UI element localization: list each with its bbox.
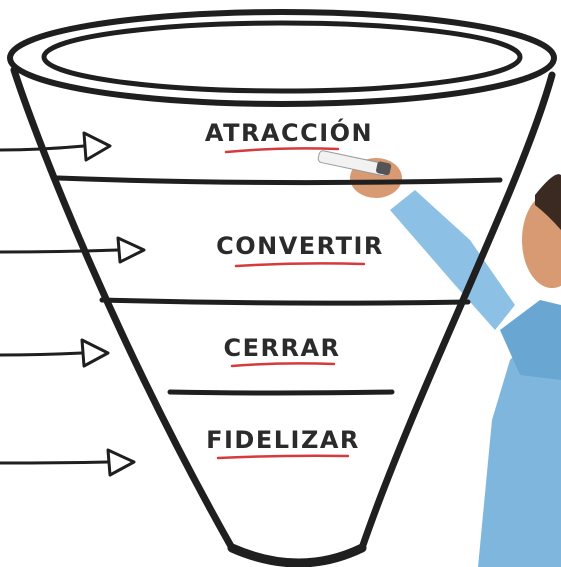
arrow-head-icon (106, 448, 136, 477)
divider-line-2 (99, 297, 471, 306)
arrow-1 (0, 131, 112, 162)
raised-arm-sleeve (390, 190, 515, 330)
marker-cap (376, 161, 392, 176)
divider-line-1 (55, 175, 503, 186)
arrow-head-icon (82, 131, 112, 162)
stage-label-close: CERRAR (223, 334, 340, 362)
arrow-shaft (0, 460, 110, 465)
arrow-4 (0, 448, 136, 477)
funnel-left-side (10, 66, 236, 552)
stage-underline (234, 262, 366, 268)
arrow-shaft (0, 351, 84, 357)
funnel-right-side (358, 71, 556, 552)
stage-underline (230, 362, 336, 368)
divider-line-3 (167, 389, 395, 396)
funnel-rim-outer (7, 9, 557, 107)
stage-4: FIDELIZAR (206, 426, 360, 460)
hair-shape (535, 174, 561, 230)
stage-label-retain: FIDELIZAR (206, 426, 360, 454)
arrow-shaft (0, 248, 120, 254)
arrow-3 (0, 338, 110, 368)
funnel-bottom (227, 543, 367, 567)
presenter-illustration (317, 150, 561, 567)
stage-3: CERRAR (223, 334, 340, 368)
stage-underline (224, 147, 340, 154)
funnel-rim-inner (41, 20, 523, 94)
shoulder-shape (500, 300, 561, 380)
arrow-head-icon (116, 236, 146, 264)
stage-2: CONVERTIR (216, 232, 384, 268)
arrow-2 (0, 236, 146, 264)
funnel-rim (7, 9, 557, 107)
stage-underline (216, 454, 350, 460)
arrow-shaft (0, 144, 86, 152)
stage-label-convert: CONVERTIR (216, 232, 384, 260)
arrow-head-icon (80, 338, 110, 368)
stage-1: ATRACCIÓN (205, 117, 373, 154)
stage-label-attraction: ATRACCIÓN (205, 117, 373, 147)
